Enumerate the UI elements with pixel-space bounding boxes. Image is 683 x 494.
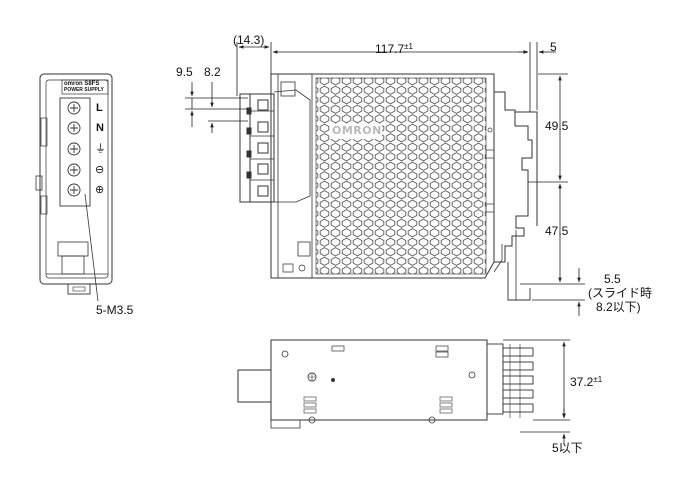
din-rail-bracket	[485, 91, 538, 301]
terminal-mark-N: N	[96, 122, 104, 134]
bottom-right-connector	[486, 343, 534, 418]
dim-pitch-b: 8.2	[204, 65, 221, 79]
dim-pitch-a: 9.5	[176, 65, 193, 79]
terminal-mark-ground: ⏚	[95, 143, 106, 155]
side-view-body	[270, 73, 495, 279]
dim-lower-height: 47.5	[545, 224, 569, 238]
side-terminal-block	[239, 89, 311, 203]
front-label-text: POWER SUPPLY	[64, 87, 104, 93]
screw-callout-leader	[84, 193, 99, 302]
dim-slide-offset: 5.5	[604, 272, 621, 286]
dim-upper-height: 49.5	[545, 119, 569, 133]
dim-depth: 37.2±1	[570, 375, 603, 389]
din-clip	[67, 283, 91, 295]
dim-slide-note: (スライド時	[588, 286, 652, 300]
terminal-screws	[67, 101, 81, 197]
side-view	[239, 73, 538, 301]
bottom-terminal	[237, 369, 272, 403]
dim-bottom-clearance: 5以下	[552, 441, 583, 455]
front-view	[35, 73, 113, 302]
front-terminal-block	[59, 97, 91, 207]
terminal-mark-L: L	[96, 102, 103, 114]
side-vent-area	[316, 78, 486, 274]
dim-body-length: 117.7±1	[375, 42, 413, 56]
front-label-plate	[61, 79, 109, 95]
dim-slide-note-2: 8.2以下)	[596, 300, 641, 314]
front-brand-text: omron S8FS	[64, 81, 100, 87]
screw-callout: 5-M3.5	[96, 303, 134, 317]
dimension-lines	[185, 42, 585, 444]
dim-rail-offset: 5	[550, 40, 557, 54]
bottom-view-body	[270, 339, 488, 421]
side-omron-logo: OMRON	[332, 124, 382, 137]
terminal-mark-minus: ⊖	[95, 164, 105, 176]
bottom-view	[237, 339, 534, 429]
terminal-mark-plus: ⊕	[95, 184, 105, 196]
dim-terminal-protrusion: (14.3)	[233, 33, 265, 47]
